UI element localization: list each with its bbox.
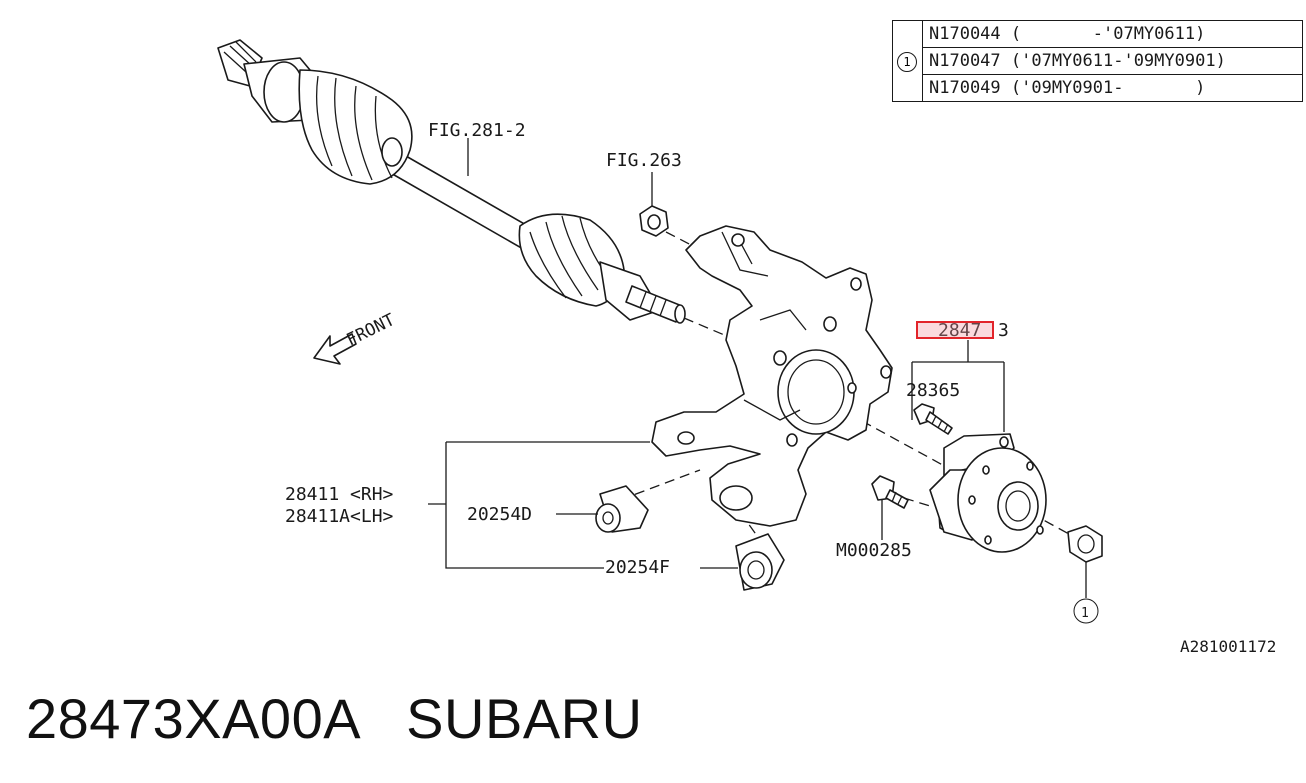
label-20254d: 20254D [467,504,532,525]
footer-title: 28473XA00A SUBARU [26,684,643,754]
hub-bolt [913,403,953,435]
label-fig-281-2: FIG.281-2 [428,120,526,141]
bushing-20254f [735,533,785,591]
bushing-20254d [595,485,649,533]
knuckle [651,225,893,527]
flange-bolt [871,475,909,509]
label-20254f: 20254F [605,557,670,578]
hub-nut [1067,525,1103,563]
footer-brand: SUBARU [406,687,643,750]
footer-part-number: 28473XA00A [26,687,358,750]
supersession-table: 1 N170044 ( -'07MY0611) N170047 ('07MY06… [892,20,1303,102]
label-28411-rh: 28411 <RH> [285,484,394,505]
label-28473-a: 2847 [938,320,981,341]
label-28365: 28365 [906,380,960,401]
callout-1-circle [1073,598,1099,624]
hub-assembly [929,433,1047,553]
label-28411a-lh: 28411A<LH> [285,506,394,527]
label-diagram-code: A281001172 [1180,637,1276,656]
table-marker-cell: 1 [893,21,923,101]
table-row: N170047 ('07MY0611-'09MY0901) [923,48,1302,75]
label-28473-b: 3 [998,320,1009,341]
label-callout-1: 1 [1081,606,1089,621]
table-callout-1: 1 [897,52,917,72]
drive-shaft [217,39,686,324]
table-row: N170044 ( -'07MY0611) [923,21,1302,48]
label-fig-263: FIG.263 [606,150,682,171]
table-row: N170049 ('09MY0901- ) [929,78,1206,98]
label-front: FRONT [343,310,398,350]
front-arrow [313,333,357,365]
axle-nut [639,205,669,237]
highlighted-part-marker [916,321,994,339]
label-m000285: M000285 [836,540,912,561]
